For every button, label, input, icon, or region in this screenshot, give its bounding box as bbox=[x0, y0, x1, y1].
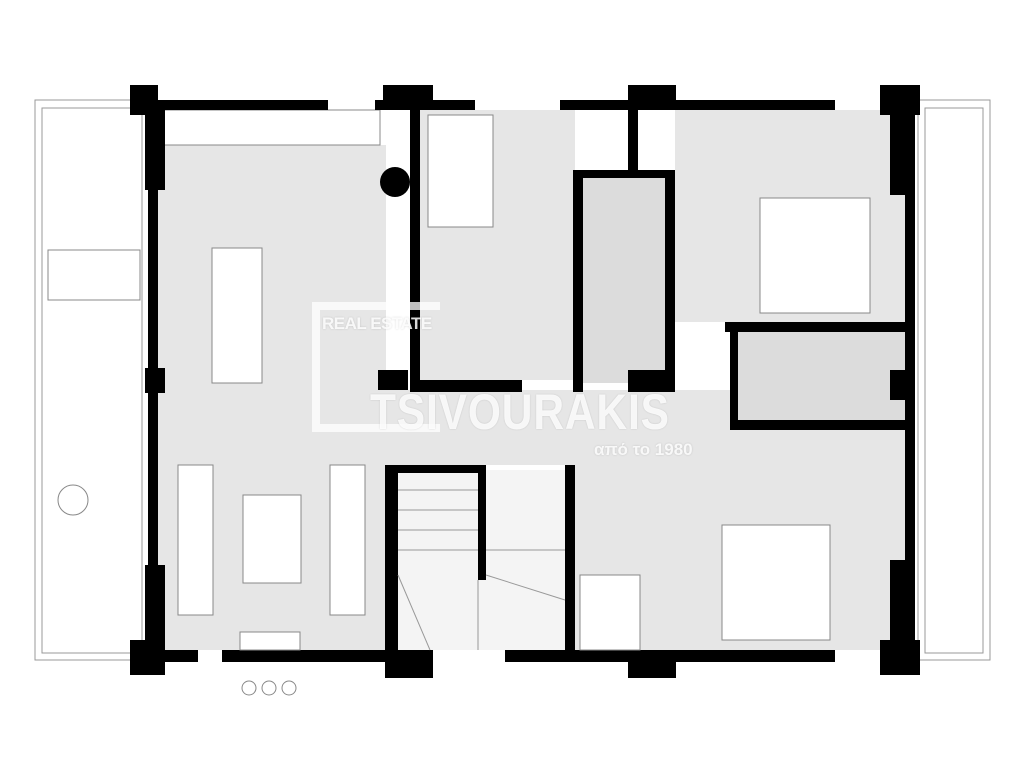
round-column bbox=[380, 167, 410, 197]
walls bbox=[130, 85, 920, 678]
terrace-right bbox=[917, 99, 991, 661]
watermark-brand: TSIVOURAKIS bbox=[370, 384, 670, 440]
stair-treads bbox=[397, 489, 566, 651]
watermark-real-estate: REAL ESTATE bbox=[322, 314, 432, 333]
sofa-left bbox=[177, 464, 214, 616]
kitchen-counter bbox=[157, 109, 381, 146]
bed-bottom-right bbox=[721, 524, 831, 641]
watermark-frame bbox=[312, 302, 440, 432]
coffee-table bbox=[242, 494, 302, 584]
tv-unit bbox=[239, 631, 301, 651]
planter bbox=[281, 680, 297, 696]
bed-small bbox=[427, 114, 494, 228]
outdoor-table bbox=[47, 249, 141, 301]
round-side-table bbox=[57, 484, 89, 516]
watermark-since: από το 1980 bbox=[594, 440, 693, 459]
elevator-shaft bbox=[579, 574, 641, 651]
terrace-left bbox=[34, 99, 151, 661]
dining-table bbox=[211, 247, 263, 384]
planter bbox=[241, 680, 257, 696]
furniture bbox=[47, 114, 871, 696]
planter bbox=[261, 680, 277, 696]
sofa-right bbox=[329, 464, 366, 616]
bathroom-2 bbox=[738, 332, 908, 422]
bathroom-1 bbox=[583, 178, 665, 383]
bed-top-right bbox=[759, 197, 871, 314]
